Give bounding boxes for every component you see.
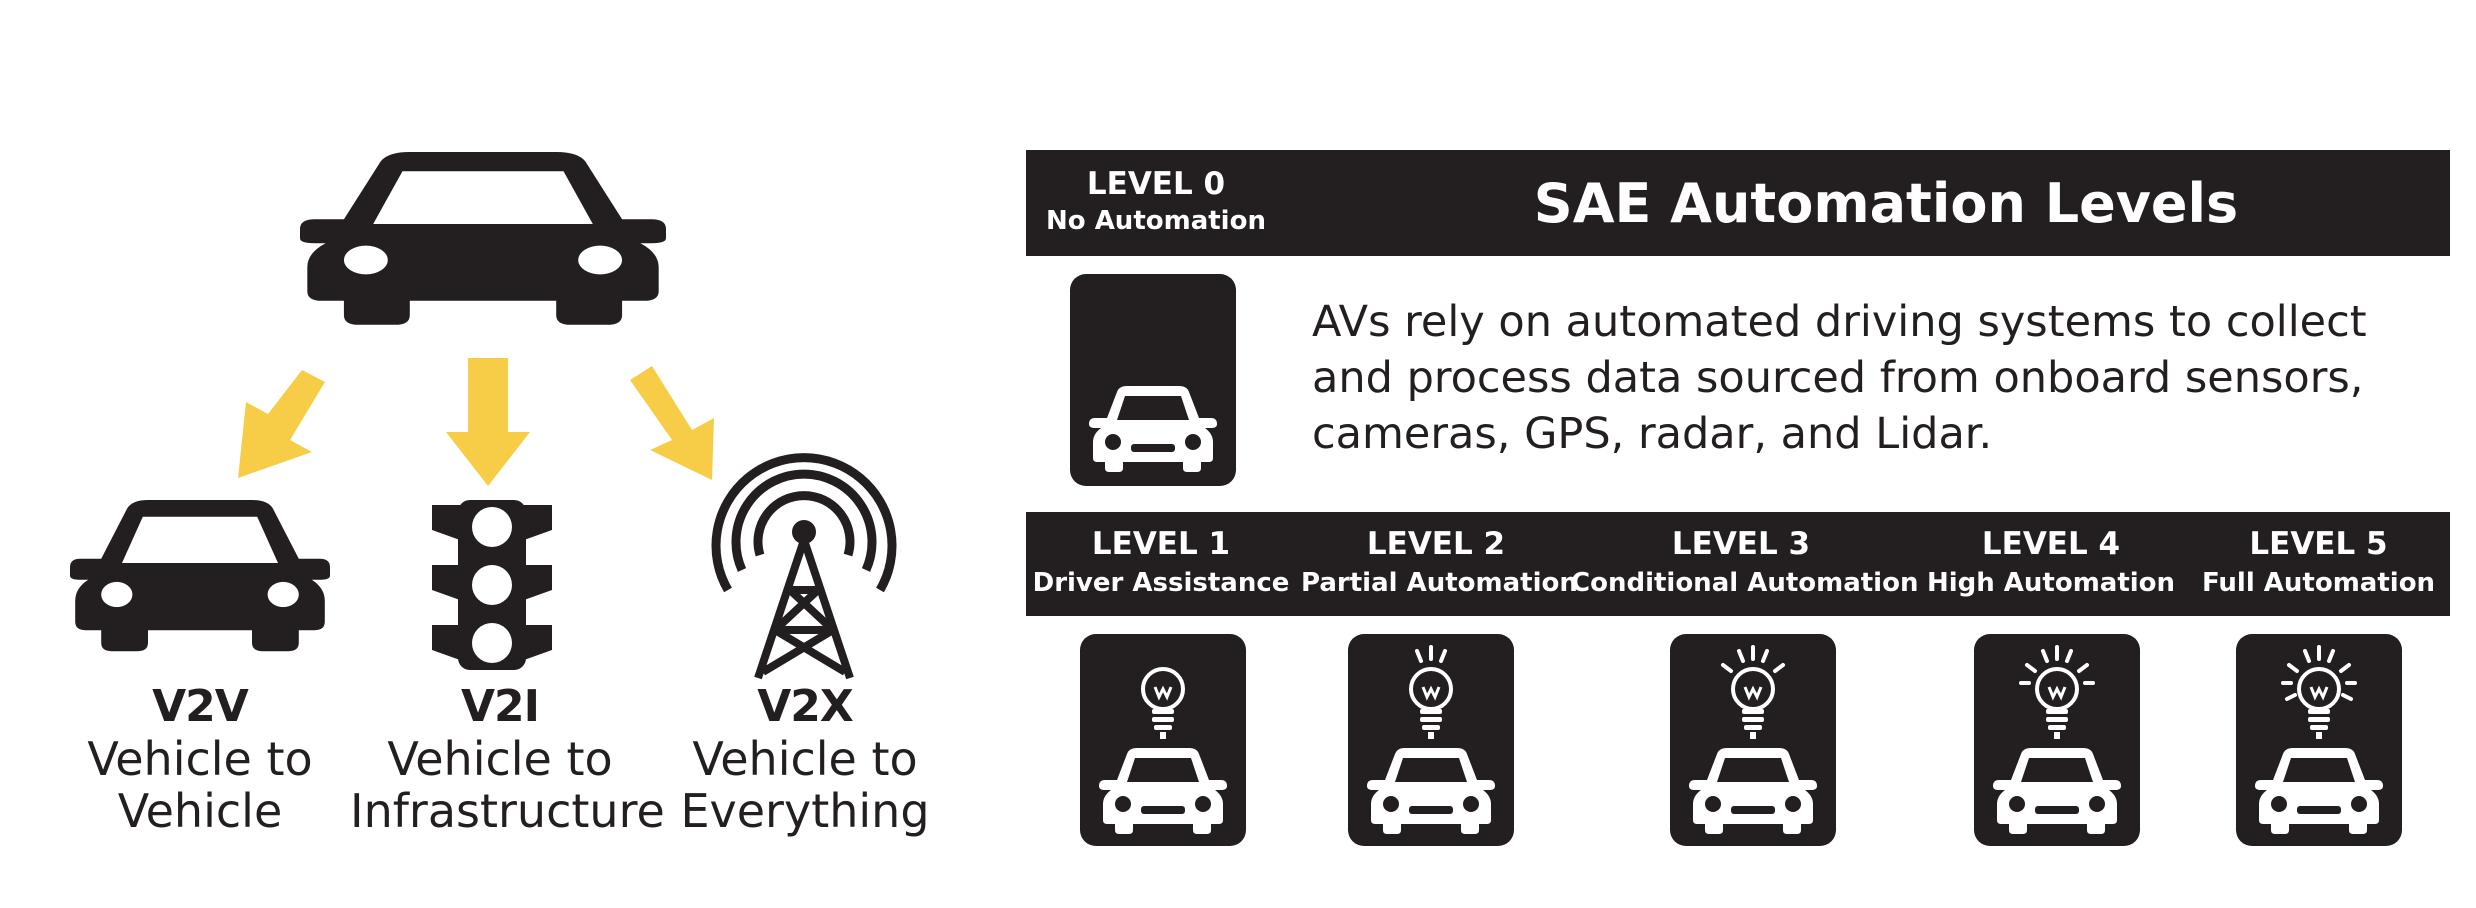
levels-bar: LEVEL 1 Driver Assistance LEVEL 2 Partia… — [1026, 512, 2450, 616]
v2i-name-line2: Infrastructure — [350, 784, 665, 839]
v2v-label: V2V Vehicle to Vehicle — [70, 681, 330, 839]
level2-title: LEVEL 2 — [1366, 526, 1506, 562]
car-icon — [2255, 748, 2383, 834]
description-line-3: cameras, GPS, radar, and Lidar. — [1312, 409, 1993, 459]
lightbulb-icon — [1409, 645, 1453, 739]
level4-header: LEVEL 4 High Automation — [1916, 526, 2186, 598]
level5-tile — [2236, 634, 2402, 846]
description-line-2: and process data sourced from onboard se… — [1312, 353, 2364, 403]
level2-header: LEVEL 2 Partial Automation — [1301, 526, 1578, 598]
v2x-diagram — [70, 152, 897, 680]
v2i-label: V2I Vehicle to Infrastructure — [350, 681, 665, 839]
v2x-name-line1: Vehicle to — [692, 731, 918, 786]
level4-subtitle: High Automation — [1926, 568, 2176, 598]
level0-title: LEVEL 0 — [1086, 166, 1226, 202]
level5-title: LEVEL 5 — [2249, 526, 2388, 562]
v2v-car-icon — [70, 500, 330, 652]
v2v-name-line2: Vehicle — [117, 784, 283, 839]
arrow-left-icon — [238, 370, 325, 478]
level3-tile — [1670, 634, 1836, 846]
lightbulb-icon — [1721, 645, 1785, 739]
car-icon — [1089, 386, 1217, 472]
antenna-tower-icon — [711, 453, 897, 680]
v2x-label: V2X Vehicle to Everything — [670, 681, 940, 839]
level0-tile — [1070, 274, 1236, 486]
lightbulb-icon — [2019, 645, 2095, 739]
level1-subtitle: Driver Assistance — [1032, 568, 1290, 598]
level1-tile — [1080, 634, 1246, 846]
level1-title: LEVEL 1 — [1091, 526, 1231, 562]
car-icon — [1367, 748, 1495, 834]
traffic-light-icon — [432, 500, 552, 670]
level3-subtitle: Conditional Automation — [1571, 568, 1919, 598]
v2v-code: V2V — [152, 681, 249, 732]
car-icon — [1993, 748, 2121, 834]
level4-tile — [1974, 634, 2140, 846]
sae-header-bar: LEVEL 0 No Automation SAE Automation Lev… — [1026, 150, 2450, 256]
level5-header: LEVEL 5 Full Automation — [2191, 526, 2446, 598]
level1-header: LEVEL 1 Driver Assistance — [1026, 526, 1296, 598]
level0-subtitle: No Automation — [1046, 206, 1266, 236]
v2x-name-line2: Everything — [680, 784, 930, 839]
lightbulb-icon — [1141, 667, 1185, 739]
car-icon — [1099, 748, 1227, 834]
level2-tile — [1348, 634, 1514, 846]
level2-subtitle: Partial Automation — [1301, 568, 1578, 598]
lightbulb-icon — [2281, 645, 2357, 739]
v2i-name-line1: Vehicle to — [387, 731, 613, 786]
v2i-code: V2I — [460, 681, 540, 732]
level3-title: LEVEL 3 — [1671, 526, 1811, 562]
main-car-icon — [300, 152, 666, 325]
v2v-name-line1: Vehicle to — [87, 731, 313, 786]
car-icon — [1689, 748, 1817, 834]
arrow-down-icon — [446, 358, 530, 486]
level3-header: LEVEL 3 Conditional Automation — [1571, 526, 1919, 598]
arrow-right-icon — [630, 366, 714, 480]
level5-subtitle: Full Automation — [2201, 568, 2436, 598]
v2x-code: V2X — [757, 681, 854, 732]
level4-title: LEVEL 4 — [1981, 526, 2121, 562]
sae-title: SAE Automation Levels — [1533, 172, 2239, 235]
description-line-1: AVs rely on automated driving systems to… — [1312, 297, 2367, 347]
sae-description: AVs rely on automated driving systems to… — [1312, 294, 2432, 462]
